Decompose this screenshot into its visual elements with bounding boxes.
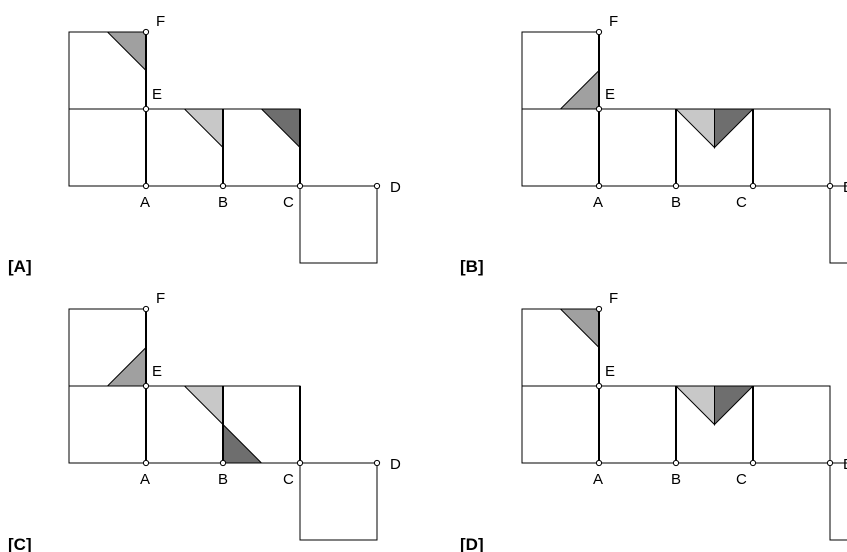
option-a-net: F E A B C D [A] bbox=[8, 13, 401, 276]
point-f-marker bbox=[595, 28, 603, 36]
face-square-row-2 bbox=[598, 108, 677, 187]
face-square-row-1 bbox=[68, 108, 147, 187]
option-d-label: [D] bbox=[460, 535, 484, 552]
shaded-triangle-medium bbox=[106, 31, 147, 72]
point-b-marker bbox=[219, 459, 227, 467]
point-a-marker bbox=[595, 182, 603, 190]
point-e-marker bbox=[595, 105, 603, 113]
point-c-label: C bbox=[736, 194, 747, 211]
option-a-label: [A] bbox=[8, 257, 32, 276]
point-c-label: C bbox=[283, 194, 294, 211]
point-e-marker bbox=[595, 382, 603, 390]
point-c-label: C bbox=[736, 471, 747, 488]
point-f-marker bbox=[142, 305, 150, 313]
point-e-marker bbox=[142, 105, 150, 113]
point-a-label: A bbox=[593, 471, 603, 488]
face-square-row-1 bbox=[521, 108, 600, 187]
point-f-marker bbox=[142, 28, 150, 36]
face-square-row-1 bbox=[68, 385, 147, 464]
face-square-bottom bbox=[829, 462, 847, 541]
face-square-row-4 bbox=[752, 108, 831, 187]
shaded-triangle-light bbox=[183, 385, 224, 426]
point-c-marker bbox=[749, 459, 757, 467]
point-a-label: A bbox=[140, 194, 150, 211]
point-a-label: A bbox=[140, 471, 150, 488]
point-b-label: B bbox=[218, 194, 228, 211]
point-d-marker bbox=[373, 182, 381, 190]
face-square-bottom bbox=[299, 185, 378, 264]
shaded-triangle-light bbox=[183, 108, 224, 149]
shaded-triangle-dark bbox=[222, 423, 263, 464]
point-f-marker bbox=[595, 305, 603, 313]
point-d-label: D bbox=[390, 179, 401, 196]
point-d-marker bbox=[826, 459, 834, 467]
point-b-marker bbox=[219, 182, 227, 190]
point-f-label: F bbox=[609, 13, 618, 30]
shaded-triangle-dark bbox=[714, 108, 755, 149]
point-b-label: B bbox=[218, 471, 228, 488]
shaded-triangle-medium bbox=[559, 69, 600, 110]
option-d-net: F E A B C D [D] bbox=[460, 290, 847, 552]
option-b-net: F E A B C D [B] bbox=[460, 13, 847, 276]
point-c-marker bbox=[296, 459, 304, 467]
point-f-label: F bbox=[156, 290, 165, 307]
point-b-marker bbox=[672, 459, 680, 467]
point-e-label: E bbox=[605, 363, 615, 380]
point-d-marker bbox=[373, 459, 381, 467]
point-c-marker bbox=[296, 182, 304, 190]
face-square-row-2 bbox=[598, 385, 677, 464]
face-square-bottom bbox=[829, 185, 847, 264]
shaded-triangle-medium bbox=[106, 346, 147, 387]
point-a-label: A bbox=[593, 194, 603, 211]
shaded-triangle-dark bbox=[714, 385, 755, 426]
point-e-label: E bbox=[605, 86, 615, 103]
point-c-marker bbox=[749, 182, 757, 190]
point-e-label: E bbox=[152, 86, 162, 103]
point-a-marker bbox=[142, 182, 150, 190]
option-c-label: [C] bbox=[8, 535, 32, 552]
point-a-marker bbox=[142, 459, 150, 467]
point-f-label: F bbox=[156, 13, 165, 30]
point-b-label: B bbox=[671, 471, 681, 488]
point-e-marker bbox=[142, 382, 150, 390]
point-f-label: F bbox=[609, 290, 618, 307]
point-e-label: E bbox=[152, 363, 162, 380]
face-square-bottom bbox=[299, 462, 378, 541]
face-square-row-4 bbox=[752, 385, 831, 464]
shaded-triangle-light bbox=[674, 385, 715, 426]
point-d-label: D bbox=[843, 456, 847, 473]
point-a-marker bbox=[595, 459, 603, 467]
point-b-label: B bbox=[671, 194, 681, 211]
shaded-triangle-light bbox=[674, 108, 715, 149]
option-c-net: F E A B C D [C] bbox=[8, 290, 401, 552]
point-d-label: D bbox=[843, 179, 847, 196]
point-c-label: C bbox=[283, 471, 294, 488]
shaded-triangle-dark bbox=[260, 108, 301, 149]
face-square-row-1 bbox=[521, 385, 600, 464]
point-d-marker bbox=[826, 182, 834, 190]
point-b-marker bbox=[672, 182, 680, 190]
option-b-label: [B] bbox=[460, 257, 484, 276]
shaded-triangle-medium bbox=[559, 308, 600, 349]
point-d-label: D bbox=[390, 456, 401, 473]
